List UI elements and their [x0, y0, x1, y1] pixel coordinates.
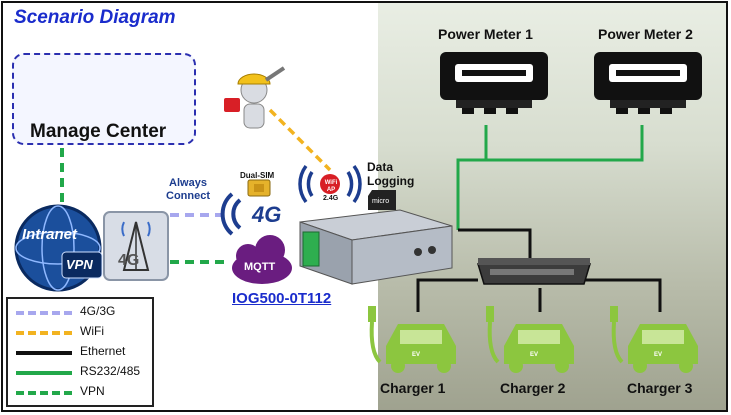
charger-2-badge: EV — [530, 352, 539, 358]
data-logging-line1: Data — [367, 160, 394, 174]
diagram-title: Scenario Diagram — [14, 7, 176, 28]
mqtt-cloud-icon — [232, 235, 292, 284]
wifi-ap-label: WiFi AP — [324, 180, 338, 193]
device-name[interactable]: IOG500-0T112 — [232, 290, 332, 307]
charger-3-label: Charger 3 — [627, 380, 693, 396]
legend-item-4g: 4G/3G — [14, 303, 154, 321]
ethernet-switch — [476, 258, 592, 285]
dual-sim-label: Dual-SIM — [240, 171, 275, 180]
power-meter-1-graphic — [440, 52, 548, 114]
charger-2-label: Charger 2 — [500, 380, 566, 396]
cell-tower-icon — [103, 211, 169, 281]
badge-4g-label: 4G — [252, 202, 282, 227]
legend-item-vpn: VPN — [14, 383, 154, 401]
legend-swatch-rs232 — [16, 371, 72, 375]
intranet-globe-icon — [14, 204, 103, 292]
charger-1-graphic — [368, 306, 456, 373]
always-connect-label: Always Connect — [166, 177, 210, 203]
legend-label-rs232: RS232/485 — [80, 364, 141, 378]
legend-swatch-4g — [16, 311, 72, 315]
legend-label-wifi: WiFi — [80, 324, 104, 338]
cellular-signal-icon — [220, 192, 242, 236]
microsd-card-icon: micro — [368, 190, 396, 210]
always-connect-line2: Connect — [166, 190, 210, 202]
tower-4g-label: 4G — [118, 252, 140, 269]
charger-1-label: Charger 1 — [380, 380, 446, 396]
legend-swatch-vpn — [16, 391, 72, 395]
legend-label-vpn: VPN — [80, 384, 105, 398]
legend-item-wifi: WiFi — [14, 323, 154, 341]
data-logging-line2: Logging — [367, 174, 415, 188]
charger-3-badge: EV — [654, 352, 663, 358]
intranet-label: Intranet — [22, 226, 78, 243]
manage-center-box — [12, 53, 196, 145]
svg-text:micro: micro — [372, 198, 389, 205]
charger-2-graphic — [486, 306, 574, 373]
legend-label-ethernet: Ethernet — [80, 344, 126, 358]
power-meter-1-label: Power Meter 1 — [438, 26, 533, 42]
legend-label-4g: 4G/3G — [80, 304, 116, 318]
sim-card-icon — [247, 179, 271, 197]
legend-swatch-wifi — [16, 331, 72, 335]
power-meter-2-label: Power Meter 2 — [598, 26, 693, 42]
wifi-band-label: 2.4G — [323, 195, 339, 202]
ethernet-line-switch-charger3 — [585, 278, 662, 312]
vpn-label: VPN — [66, 257, 93, 272]
rs485-line-meter1 — [456, 125, 488, 230]
legend: 4G/3G WiFi Ethernet RS232/485 VPN — [6, 297, 154, 407]
charger-3-graphic — [610, 306, 698, 373]
data-logging-label: Data Logging — [367, 160, 414, 188]
power-meter-2-graphic — [594, 52, 702, 114]
legend-item-ethernet: Ethernet — [14, 343, 154, 361]
rs485-line-meter2 — [486, 125, 644, 162]
charger-1-badge: EV — [412, 352, 421, 358]
technician-icon — [224, 66, 286, 129]
ethernet-line-device-switch — [458, 228, 532, 258]
legend-item-rs232: RS232/485 — [14, 363, 154, 381]
wifi-line — [268, 108, 332, 172]
ethernet-line-switch-chargers — [416, 278, 478, 312]
manage-center-label: Manage Center — [30, 121, 167, 142]
always-connect-line1: Always — [169, 177, 207, 189]
gateway-device-graphic — [299, 209, 453, 285]
mqtt-label: MQTT — [244, 261, 276, 273]
wifi-ap-icon — [298, 164, 362, 204]
legend-swatch-ethernet — [16, 351, 72, 355]
